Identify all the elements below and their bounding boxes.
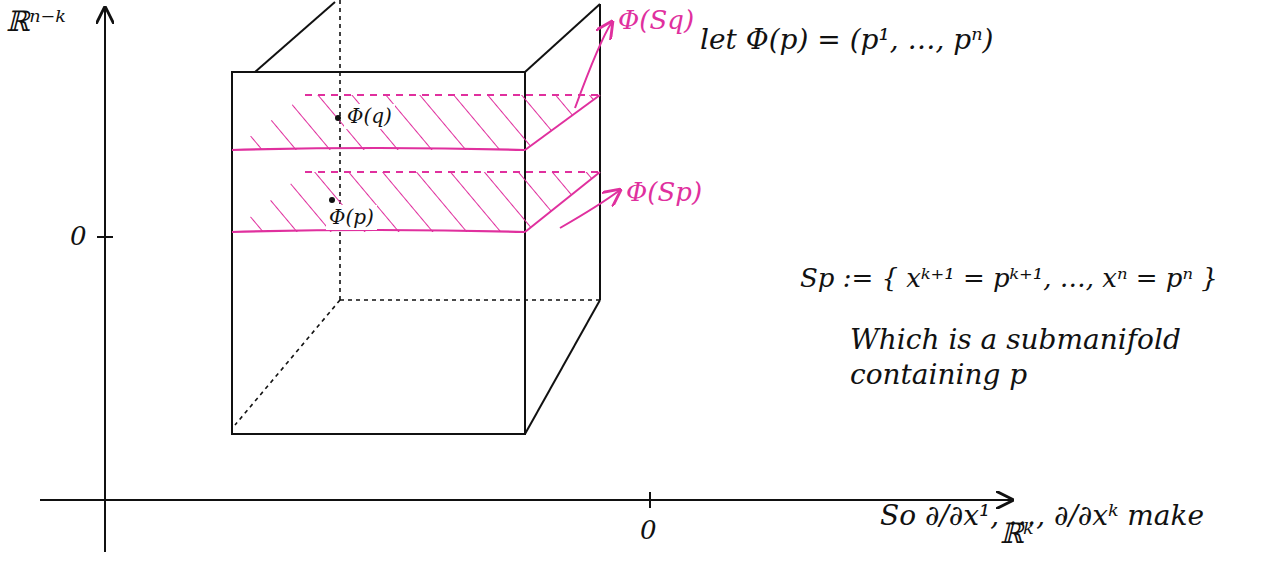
- point: [335, 115, 341, 121]
- axis-tick: [97, 236, 113, 238]
- note-text: Sp := { xᵏ⁺¹ = pᵏ⁺¹, …, xⁿ = pⁿ }: [800, 262, 1218, 295]
- note-text: So ∂/∂x¹, …, ∂/∂xᵏ make: [880, 498, 1204, 533]
- slice-plane: [232, 95, 600, 150]
- axis-tick-label: 0: [70, 220, 87, 253]
- plane-label: Φ(Sq): [618, 4, 694, 37]
- slice-plane: [232, 172, 600, 232]
- axis-label: ℝⁿ⁻ᵏ: [6, 4, 66, 39]
- point-label: Φ(q): [344, 104, 395, 129]
- point-label: Φ(p): [326, 205, 377, 230]
- axis-tick: [649, 492, 651, 508]
- note-text: Which is a submanifold containing p: [850, 322, 1190, 392]
- leader-arrow: [575, 22, 612, 108]
- plane-label: Φ(Sp): [626, 176, 702, 209]
- vertical-axis: [104, 8, 106, 552]
- box-outline: [232, 2, 600, 434]
- leader-arrow: [560, 190, 620, 228]
- horizontal-axis: [40, 499, 1012, 501]
- point: [329, 197, 335, 203]
- axis-tick-label: 0: [640, 514, 657, 547]
- note-text: let Φ(p) = (p¹, …, pⁿ): [700, 22, 994, 57]
